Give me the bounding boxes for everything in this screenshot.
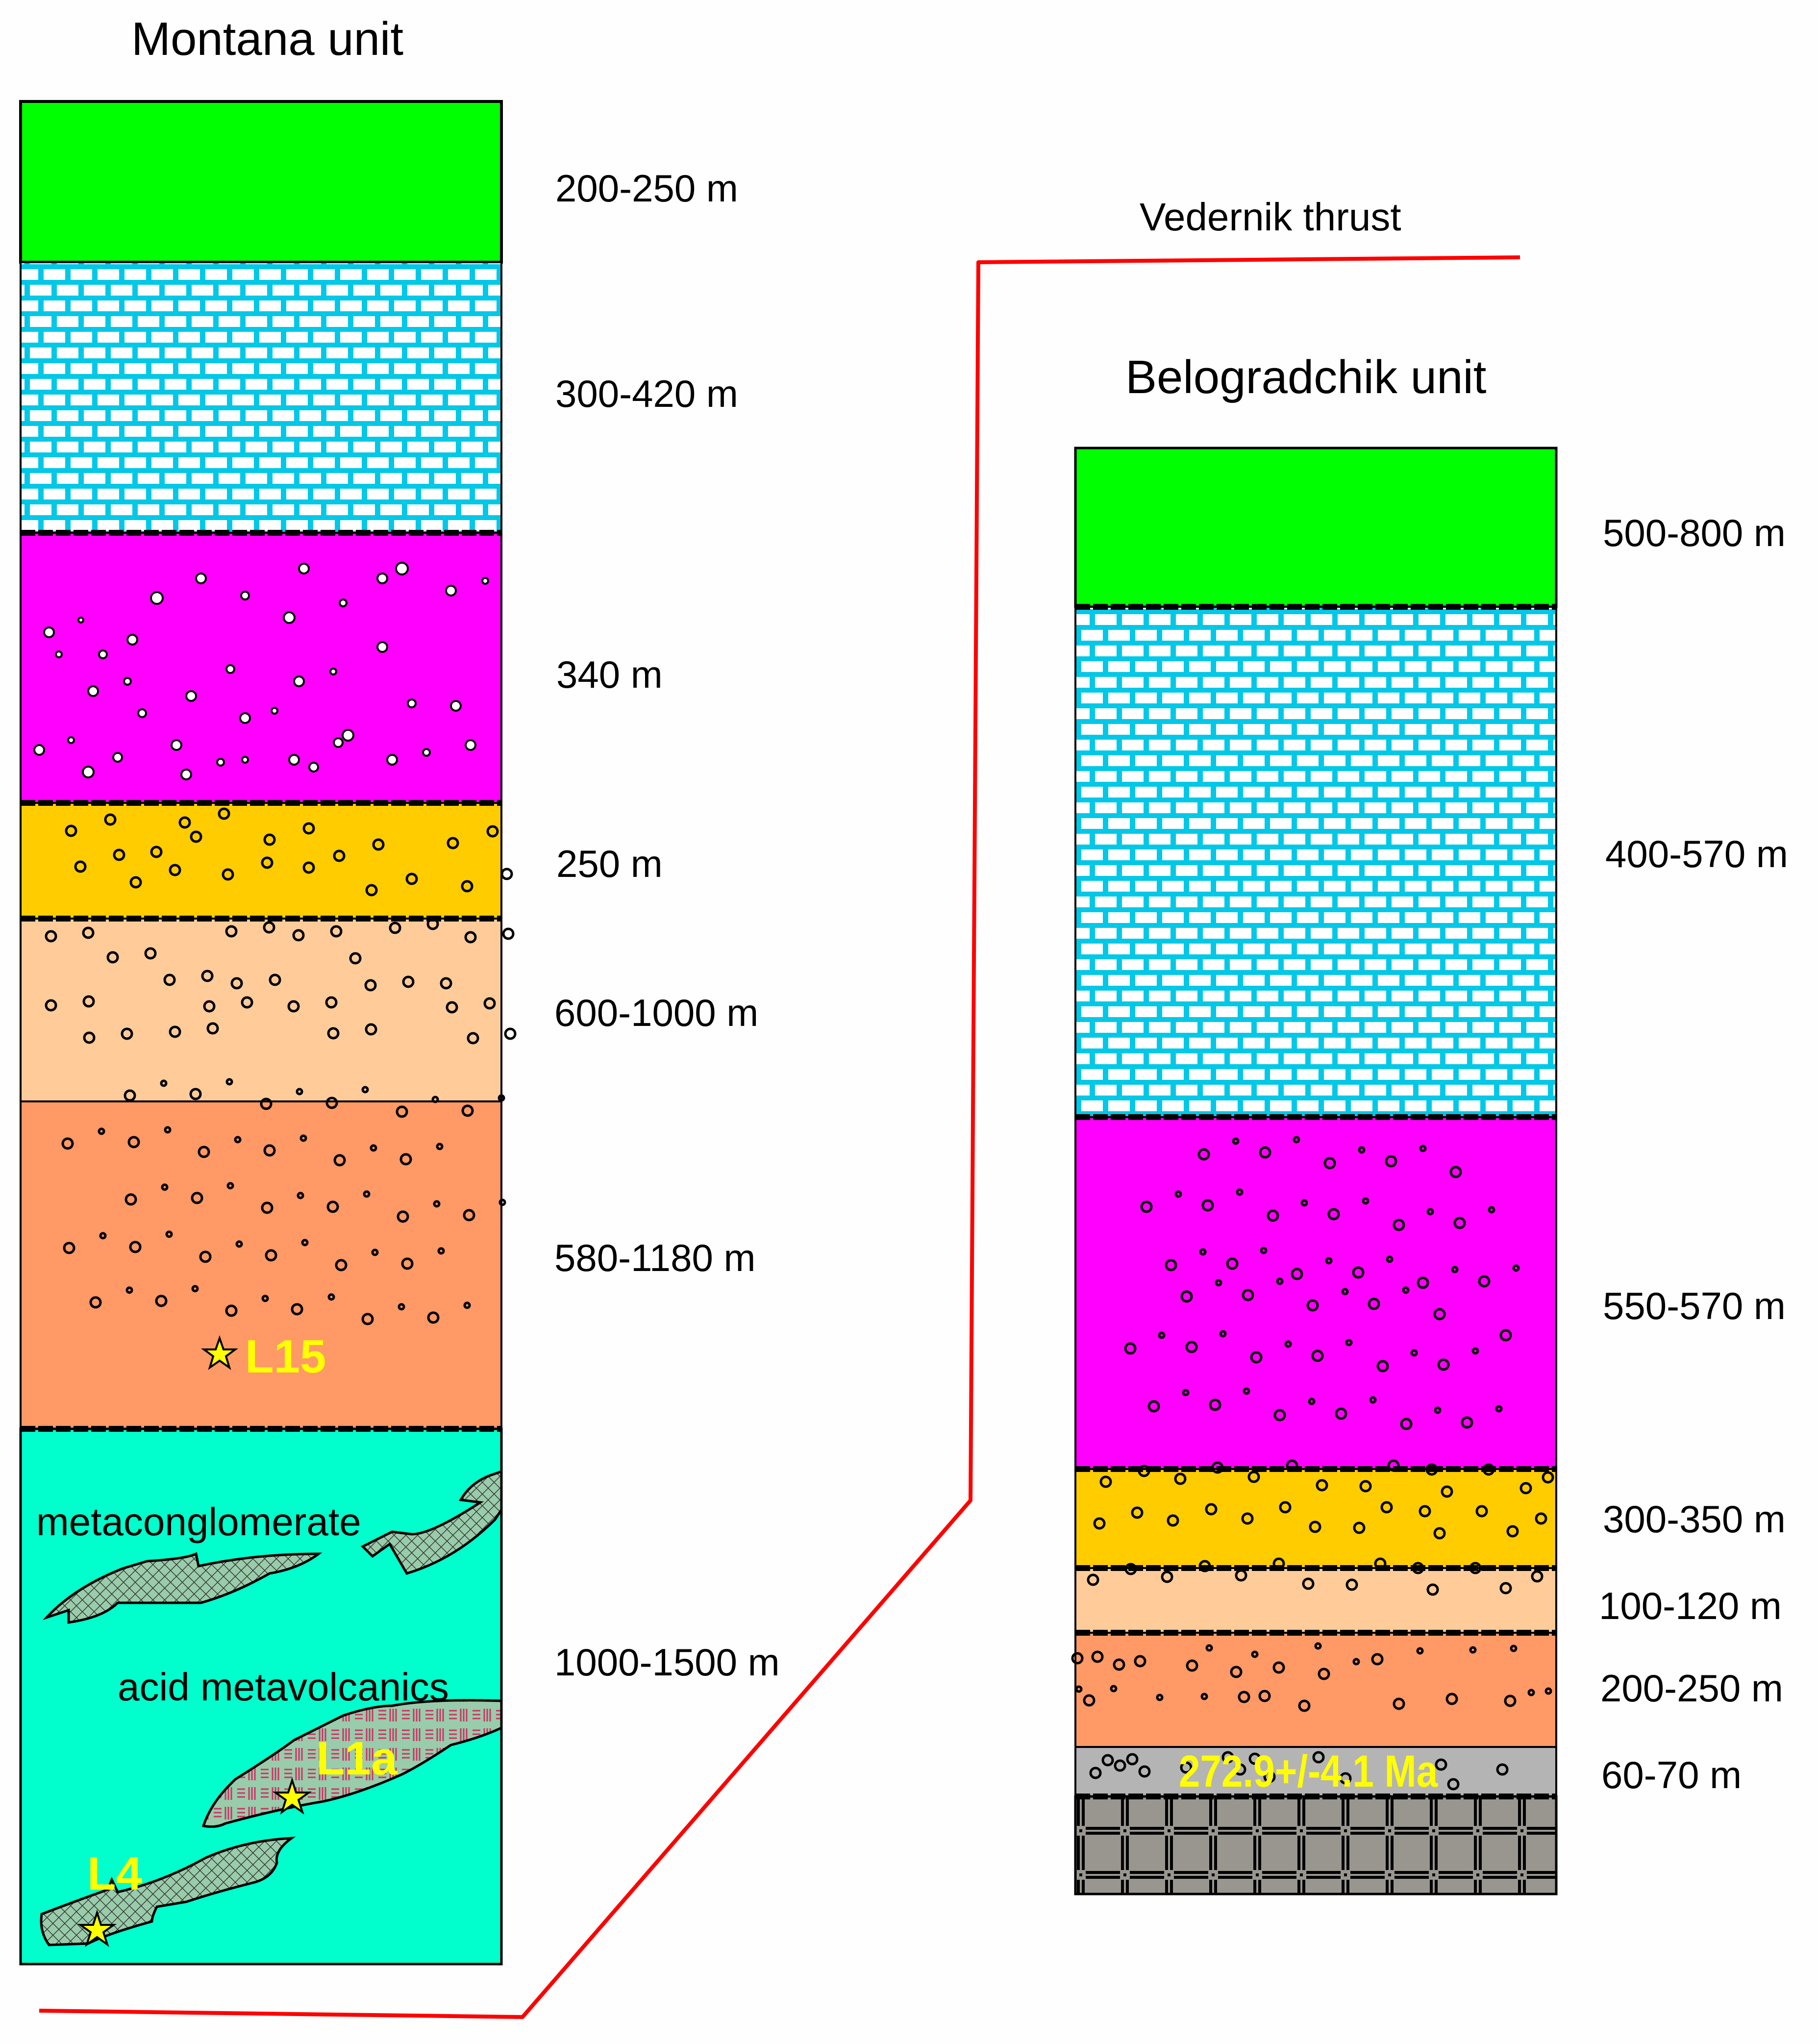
belogradchik-thickness-1: 500-800 m <box>1603 511 1786 554</box>
montana-thickness-1: 200-250 m <box>555 167 738 210</box>
belogradchik-thickness-7: 60-70 m <box>1601 1753 1742 1796</box>
sample-star-l4 <box>77 1909 117 1947</box>
montana-thickness-2: 300-420 m <box>555 372 738 415</box>
belogradchik-thickness-6: 200-250 m <box>1600 1667 1783 1710</box>
montana-unit-title: Montana unit <box>131 13 404 65</box>
layer-limestone <box>1074 606 1557 1118</box>
layer-basement <box>1074 1795 1558 1895</box>
pebbles-orange <box>1071 1642 1552 1712</box>
sample-label-l4: L4 <box>87 1847 143 1900</box>
montana-thickness-4: 250 m <box>556 842 663 885</box>
sample-star-l15 <box>200 1335 239 1370</box>
belogradchik-thickness-4: 300-350 m <box>1603 1497 1786 1541</box>
layer-magenta <box>20 532 502 804</box>
sample-label-l15: L15 <box>245 1330 326 1383</box>
belogradchik-column <box>1071 447 1558 1895</box>
metaconglomerate-label: metaconglomerate <box>36 1500 361 1544</box>
l4-lens <box>40 1837 296 1946</box>
montana-thickness-6: 580-1180 m <box>554 1236 756 1279</box>
montana-column <box>19 100 517 1966</box>
pebbles-grey <box>1089 1751 1509 1791</box>
layer-light-orange <box>20 918 502 1102</box>
belogradchik-thickness-5: 100-120 m <box>1599 1584 1782 1627</box>
pebbles-light-orange <box>1087 1557 1544 1596</box>
layer-orange <box>1074 1632 1557 1748</box>
layer-green <box>1074 447 1558 608</box>
pebbles-magenta <box>1124 1136 1520 1430</box>
age-label: 272.9+/-4.1 Ma <box>1179 1746 1438 1796</box>
layer-light-orange <box>1074 1567 1557 1634</box>
layer-limestone <box>20 261 502 534</box>
metaconglomerate-lens-upper <box>360 1470 503 1575</box>
pebbles-orange <box>61 1078 506 1325</box>
metaconglomerate-lens-lower <box>42 1552 323 1624</box>
layer-grey <box>1074 1746 1557 1797</box>
layer-magenta <box>1074 1116 1557 1470</box>
pebbles-yellow <box>65 807 513 897</box>
layer-yellow <box>1074 1468 1557 1569</box>
pebbles-light-orange <box>45 918 517 1045</box>
layer-orange <box>20 1100 502 1430</box>
montana-thickness-5: 600-1000 m <box>554 991 759 1034</box>
sample-star-l1a <box>272 1777 312 1815</box>
layer-yellow <box>20 802 502 920</box>
acid-metavolcanics-label: acid metavolcanics <box>118 1665 449 1709</box>
belogradchik-unit-title: Belogradchik unit <box>1125 351 1487 403</box>
belogradchik-thickness-2: 400-570 m <box>1605 832 1788 875</box>
layer-green <box>19 100 503 264</box>
pebbles-yellow <box>1093 1459 1554 1540</box>
belogradchik-thickness-3: 550-570 m <box>1603 1284 1786 1327</box>
contact-lines <box>1075 604 1556 1799</box>
montana-thickness-7: 1000-1500 m <box>554 1641 780 1684</box>
vedernik-thrust-label: Vedernik thrust <box>1140 195 1401 239</box>
montana-thickness-3: 340 m <box>556 653 663 696</box>
vedernik-thrust-line <box>39 255 1520 2019</box>
contact-lines <box>21 530 501 1432</box>
sample-label-l1a: L1a <box>316 1732 398 1785</box>
white-pebbles <box>33 562 489 780</box>
